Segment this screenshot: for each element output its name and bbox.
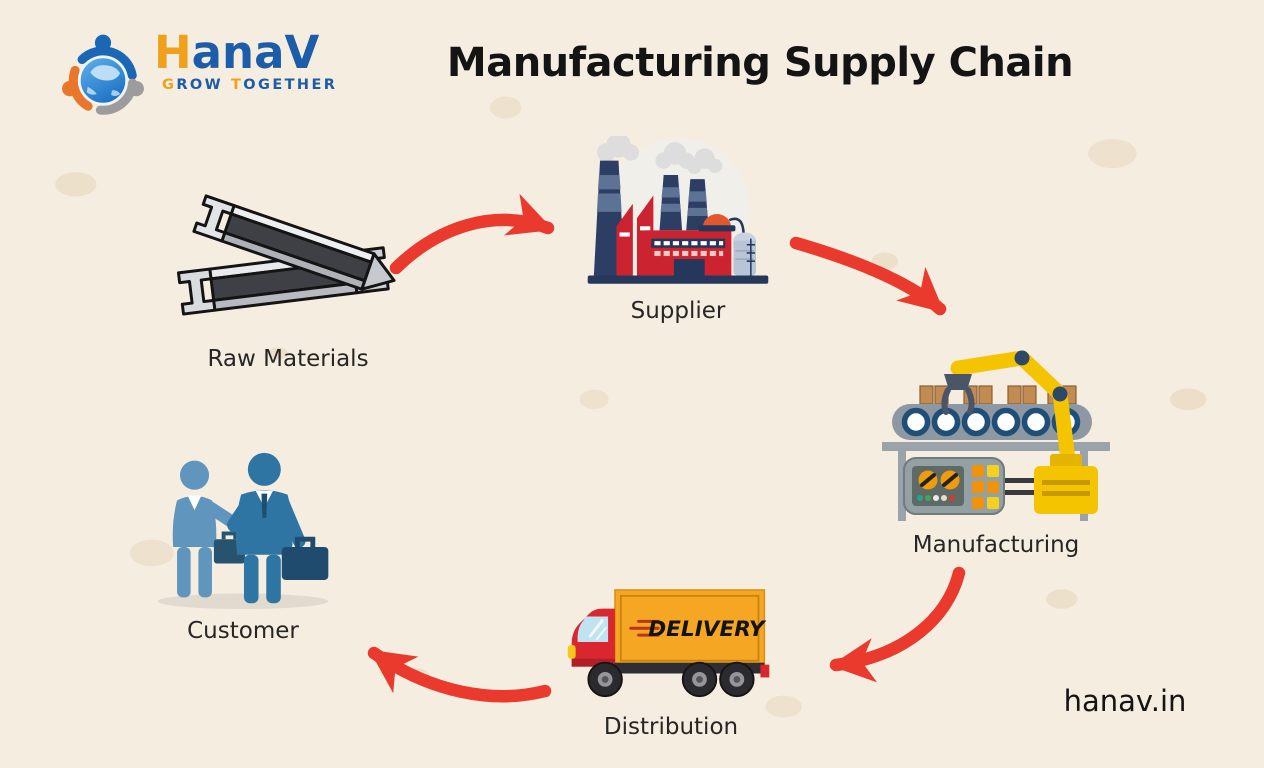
robotic-arm-conveyor-icon — [882, 350, 1110, 521]
delivery-truck-icon: DELIVERY — [567, 589, 770, 698]
stage-manufacturing: Manufacturing — [879, 328, 1113, 558]
brand-name: HanaV — [154, 30, 337, 75]
arrow-raw-to-supplier-icon — [389, 193, 555, 275]
stage-raw-materials: Raw Materials — [168, 190, 408, 372]
stage-label-customer: Customer — [187, 618, 299, 644]
stage-label-supplier: Supplier — [630, 298, 726, 324]
steel-beams-icon — [176, 194, 396, 316]
stage-distribution: DELIVERY Distribution — [556, 586, 786, 740]
arrow-supplier-to-manufacturing-icon — [789, 236, 947, 316]
page-title: Manufacturing Supply Chain — [446, 40, 1074, 86]
arrow-manufacturing-to-distribution-icon — [829, 566, 966, 683]
globe-people-icon — [62, 34, 144, 115]
factory-icon — [587, 136, 769, 284]
stage-label-distribution: Distribution — [603, 714, 739, 740]
businessmen-handshake-icon — [157, 452, 329, 610]
stage-label-manufacturing: Manufacturing — [912, 532, 1080, 558]
arrow-distribution-to-customer-icon — [367, 646, 552, 703]
brand-initial: H — [154, 26, 192, 79]
stage-supplier: Supplier — [572, 136, 784, 324]
brand-rest: anaV — [191, 26, 320, 79]
website-text: hanav.in — [1063, 684, 1187, 718]
truck-delivery-text: DELIVERY — [648, 617, 767, 642]
stage-label-raw-materials: Raw Materials — [207, 346, 369, 372]
stage-customer: Customer — [143, 450, 343, 644]
